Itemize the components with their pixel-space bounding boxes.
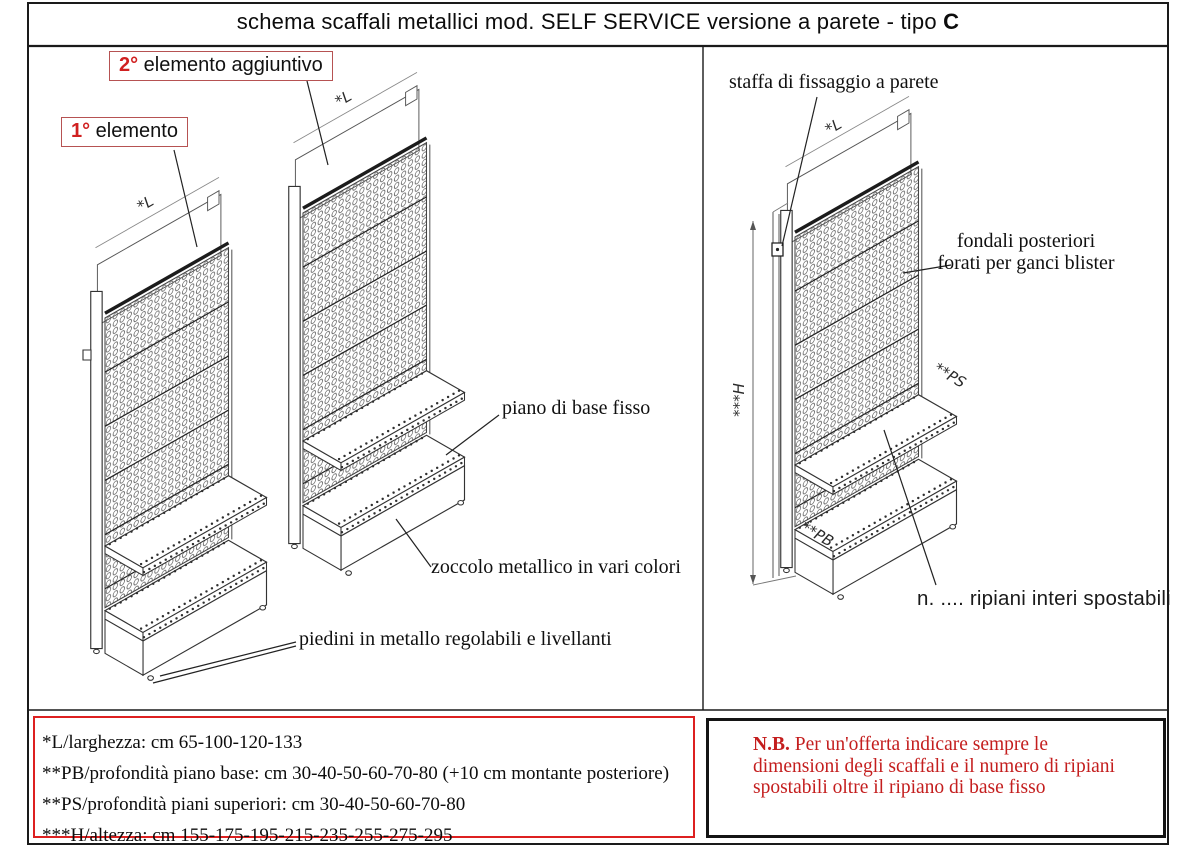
nb-line1-text: Per un'offerta indicare sempre le bbox=[794, 734, 1049, 755]
callout-element1: 1° elemento bbox=[61, 117, 188, 147]
leader-zoccolo bbox=[395, 518, 432, 568]
dim-h: ***H bbox=[730, 383, 748, 417]
element2-text: elemento aggiuntivo bbox=[138, 54, 323, 76]
label-staffa: staffa di fissaggio a parete bbox=[729, 71, 939, 93]
dim-l-unit2: *L bbox=[332, 87, 355, 111]
dim-l-unit1: *L bbox=[134, 192, 157, 216]
nb-line3: spostabili oltre il ripiano di base fiss… bbox=[753, 777, 1046, 798]
nb-bold: N.B. bbox=[753, 734, 790, 755]
wall-lines bbox=[772, 212, 780, 578]
leader-piedini bbox=[152, 641, 297, 684]
wall-edges bbox=[752, 202, 797, 586]
element2-number: 2° bbox=[119, 54, 139, 76]
spec-line-larghezza: *L/larghezza: cm 65-100-120-133 bbox=[42, 732, 303, 753]
spec-line-prof-superiori: **PS/profondità piani superiori: cm 30-4… bbox=[42, 794, 466, 815]
nb-line1: N.B. Per un'offerta indicare sempre le bbox=[753, 734, 1153, 756]
nb-line2: dimensioni degli scaffali e il numero di… bbox=[753, 755, 1115, 777]
element1-number: 1° bbox=[71, 120, 91, 142]
shelf-unit-1 bbox=[89, 175, 269, 683]
leader-element1 bbox=[173, 149, 198, 248]
page-title: schema scaffali metallici mod. SELF SERV… bbox=[28, 9, 1168, 35]
element1-text: elemento bbox=[90, 120, 178, 142]
dim-ps: **PS bbox=[931, 359, 969, 392]
spec-line-prof-base: **PB/profondità piano base: cm 30-40-50-… bbox=[42, 763, 670, 784]
label-fondali-line1: fondali posteriori bbox=[956, 230, 1096, 252]
label-piano-di-base: piano di base fisso bbox=[502, 397, 651, 419]
spec-line-altezza: ***H/altezza: cm 155-175-195-215-235-255… bbox=[42, 825, 453, 846]
leader-piano bbox=[445, 414, 500, 456]
shelf-unit-2 bbox=[287, 70, 467, 578]
dimensions-spec-box: *L/larghezza: cm 65-100-120-133 **PB/pro… bbox=[33, 716, 695, 846]
leader-staffa bbox=[781, 96, 818, 247]
title-text: schema scaffali metallici mod. SELF SERV… bbox=[236, 9, 944, 34]
nb-note-box: N.B. Per un'offerta indicare sempre le d… bbox=[706, 718, 1166, 838]
bracket-hole bbox=[775, 247, 780, 252]
callout-element2: 2° elemento aggiuntivo bbox=[109, 51, 333, 81]
label-fondali: fondali posteriori forati per ganci blis… bbox=[906, 230, 1146, 274]
dim-l-unit3: *L bbox=[822, 115, 845, 139]
label-piedini: piedini in metallo regolabili e livellan… bbox=[299, 628, 612, 650]
leader-element2 bbox=[306, 80, 329, 166]
leader-fondali bbox=[902, 264, 952, 274]
label-ripiani-spostabili: n. .... ripiani interi spostabili bbox=[917, 587, 1171, 610]
hook-detail bbox=[82, 349, 92, 361]
title-type-letter: C bbox=[943, 9, 960, 34]
label-fondali-line2: forati per ganci blister bbox=[937, 252, 1115, 274]
leader-ripiani bbox=[883, 429, 937, 586]
label-zoccolo: zoccolo metallico in vari colori bbox=[431, 556, 681, 578]
outer-frame bbox=[27, 2, 1169, 845]
